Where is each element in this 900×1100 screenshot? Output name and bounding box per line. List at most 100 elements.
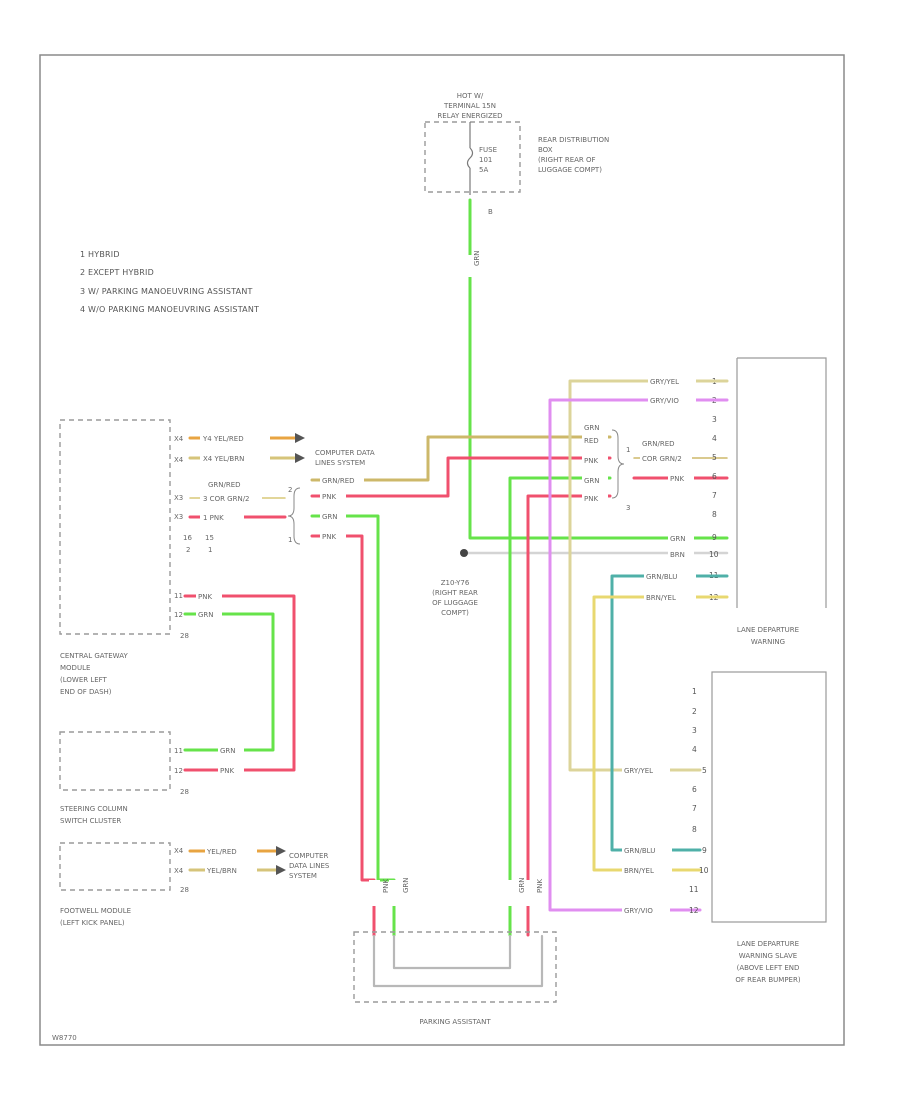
- ldw-pin-9: 9: [712, 533, 717, 542]
- label-bg: [622, 904, 670, 915]
- ground-icon: [460, 549, 468, 557]
- central-gateway-module: X4 X4 X3 X3 Y4 YEL/RED X4 YEL/BRN GRN/RE…: [59, 419, 305, 772]
- arrow-icon: [295, 453, 305, 463]
- note-3: 3 W/ PARKING MANOEUVRING ASSISTANT: [80, 287, 253, 296]
- slave-pin-11: 11: [689, 885, 699, 894]
- gateway-wire-1: Y4 YEL/RED: [202, 435, 244, 443]
- label-bg: [644, 570, 696, 581]
- label-bg: [668, 473, 694, 484]
- gateway-conn-1: 16: [183, 534, 192, 542]
- ldw-wire-11: GRN/BLU: [646, 573, 677, 581]
- label-bg: [200, 452, 270, 463]
- label-bg: [640, 453, 692, 464]
- gateway-pin-6: 12: [174, 611, 183, 619]
- steering-pin-1: 11: [174, 747, 183, 755]
- ldw-box-border: [737, 357, 827, 608]
- splice-wire-3: PNK: [584, 457, 598, 465]
- label-bg: [668, 548, 694, 559]
- arrow-icon: [276, 846, 286, 856]
- slave-wire-5: GRY/YEL: [624, 767, 653, 775]
- label-bg: [648, 375, 696, 386]
- note-2: 2 EXCEPT HYBRID: [80, 268, 154, 277]
- fuse-number: 101: [479, 156, 492, 164]
- splice-label-bg: [582, 428, 608, 506]
- footwell-name-2: (LEFT KICK PANEL): [60, 919, 125, 927]
- parking-name: PARKING ASSISTANT: [419, 1018, 491, 1026]
- gateway-conn-2: 15: [205, 534, 214, 542]
- ground-label-4: COMPT): [441, 609, 469, 617]
- ldw-title-1: LANE DEPARTURE: [737, 626, 799, 634]
- label-bg: [320, 530, 346, 541]
- footwell-module: X4 X4 YEL/RED YEL/BRN COMPUTER DATA LINE…: [59, 842, 330, 927]
- ldw-slave-box: [711, 671, 827, 923]
- label-bg: [205, 845, 257, 856]
- steering-box: [59, 731, 171, 791]
- steering-pin-2: 12: [174, 767, 183, 775]
- slave-pin-10: 10: [699, 866, 709, 875]
- gateway-conn-4: 1: [208, 546, 212, 554]
- gateway-wire-5: PNK: [198, 593, 212, 601]
- label-bg: [205, 864, 257, 875]
- bracket: [611, 429, 625, 499]
- parking-wire-4: PNK: [536, 879, 544, 893]
- ldw-pin-8: 8: [712, 510, 717, 519]
- label-bg: [320, 490, 346, 501]
- label-bg: [622, 864, 672, 875]
- slave-wire-12: GRY/VIO: [624, 907, 653, 915]
- wire-gw-grn-steering: [183, 612, 275, 752]
- fuse-pin-label: B: [488, 208, 493, 216]
- parking-wire-2: GRN: [402, 877, 410, 893]
- slave-pin-12: 12: [689, 906, 699, 915]
- wire-cdl-grn: [310, 514, 396, 937]
- footwell-name-1: FOOTWELL MODULE: [60, 907, 131, 915]
- splice-right-2: COR GRN/2: [642, 455, 682, 463]
- label-bg: [200, 432, 270, 443]
- slave-pin-5: 5: [702, 766, 707, 775]
- ldw-pin-7: 7: [712, 491, 717, 500]
- ldw-pin-4: 4: [712, 434, 717, 443]
- footwell-connector: 28: [180, 886, 189, 894]
- label-bg: [389, 880, 400, 906]
- ground-label-2: (RIGHT REAR: [432, 589, 478, 597]
- slave-pin-8: 8: [692, 825, 697, 834]
- slave-pin-2: 2: [692, 707, 697, 716]
- cdl-wire-c: GRN: [322, 513, 338, 521]
- diagram-code: W8770: [52, 1034, 77, 1042]
- label-bg: [369, 880, 380, 906]
- slave-title-4: OF REAR BUMPER): [735, 976, 800, 984]
- parking-box: [353, 931, 557, 1003]
- rear-distribution-box: [424, 121, 521, 193]
- label-bg: [523, 880, 534, 906]
- label-bg: [648, 394, 696, 405]
- gateway-pin-d: X3: [174, 513, 183, 521]
- ground-label-3: OF LUGGAGE: [432, 599, 478, 607]
- box-label-2: BOX: [538, 146, 553, 154]
- cdl-wire-d: PNK: [322, 533, 336, 541]
- slave-title-1: LANE DEPARTURE: [737, 940, 799, 948]
- footwell-wire-2: YEL/BRN: [206, 867, 237, 875]
- steering-wire-2: PNK: [220, 767, 234, 775]
- hot-label: HOT W/: [457, 92, 484, 100]
- ldw-wire-2: GRY/VIO: [650, 397, 679, 405]
- label-bg: [622, 764, 670, 775]
- ldw-wire-10: BRN: [670, 551, 685, 559]
- note-4: 4 W/O PARKING MANOEUVRING ASSISTANT: [80, 305, 259, 314]
- fuse-amperage: 5A: [479, 166, 488, 174]
- label-bg: [200, 512, 244, 523]
- label-bg: [196, 591, 222, 602]
- gateway-pin-c: X3: [174, 494, 183, 502]
- label-bg: [200, 493, 262, 504]
- steering-column-switch: 11 12 GRN PNK 28 STEERING COLUMN SWITCH …: [59, 731, 244, 825]
- box-label-4: LUGGAGE COMPT): [538, 166, 602, 174]
- slave-pin-6: 6: [692, 785, 697, 794]
- gateway-wire-2: X4 YEL/BRN: [203, 455, 244, 463]
- splice-right-1: GRN/RED: [642, 440, 675, 448]
- diagram-frame: [39, 54, 845, 1046]
- wire-gw-pnk-steering: [183, 594, 296, 772]
- wire-parking-internal-inner: [392, 934, 512, 970]
- bracket: [287, 487, 301, 545]
- steering-wire-1: GRN: [220, 747, 236, 755]
- gateway-name-3: (LOWER LEFT: [60, 676, 108, 684]
- gateway-wire-4: 1 PNK: [203, 514, 224, 522]
